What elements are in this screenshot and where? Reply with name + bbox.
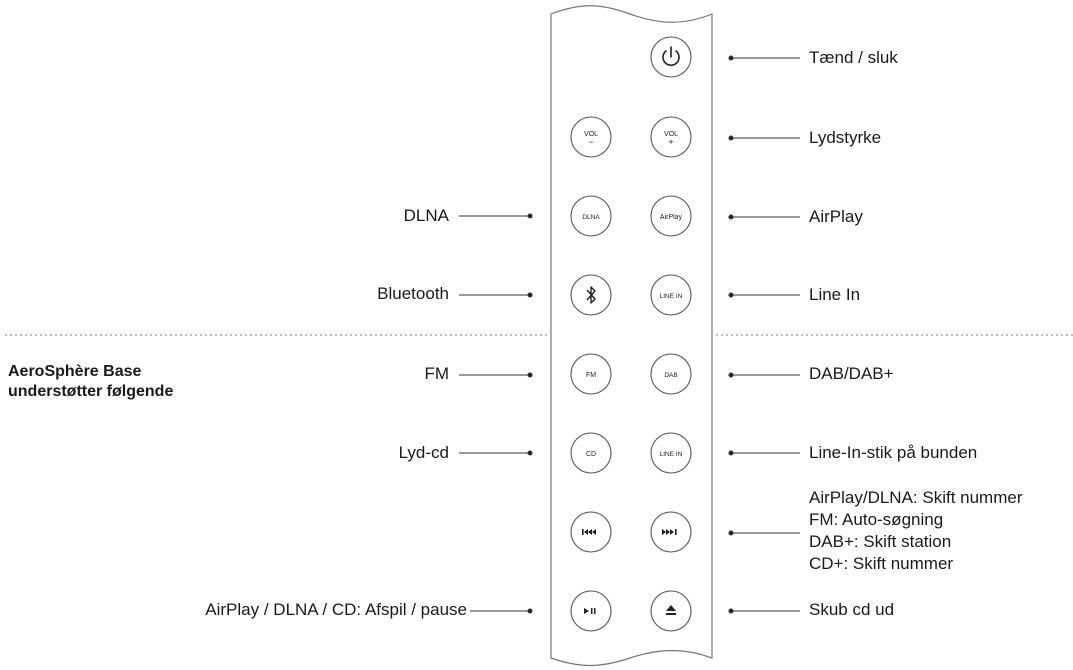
cd-button[interactable] [570,432,612,474]
label-skip-line-1: AirPlay/DLNA: Skift nummer [809,488,1023,507]
airplay-button-text: AirPlay [660,214,683,221]
line-in-2-button-text: LINE IN [660,451,683,458]
label-eject: Skub cd ud [809,600,895,619]
label-airplay: AirPlay [809,207,863,226]
cd-button-text: CD [586,451,596,458]
section-label-line-2: understøtter følgende [8,383,174,400]
power-icon [662,46,680,66]
fm-button-text: FM [586,372,596,379]
bluetooth-icon [586,286,596,304]
dab-button[interactable] [650,353,692,395]
label-play-pause: AirPlay / DLNA / CD: Afspil / pause [205,600,467,619]
line-in-button[interactable] [650,274,692,316]
play-pause-icon [584,608,596,614]
label-line-in-stik: Line-In-stik på bunden [809,443,978,462]
fm-button[interactable] [570,353,612,395]
vol-plus-button[interactable] [650,116,692,158]
dlna-button[interactable] [570,195,612,237]
label-skip-group: AirPlay/DLNA: Skift nummer FM: Auto-søgn… [809,487,1023,575]
dlna-button-text: DLNA [582,214,600,221]
label-line-in: Line In [809,285,861,304]
vol-plus-bottom-text: + [668,137,673,147]
line-in-button-text: LINE IN [660,293,683,300]
airplay-button[interactable] [650,195,692,237]
remote-body-outline [550,5,713,667]
label-power: Tænd / sluk [809,48,898,67]
previous-track-icon [582,529,596,535]
label-skip-line-4: CD+: Skift nummer [809,554,954,573]
vol-plus-top-text: VOL [664,131,678,138]
label-fm: FM [424,364,449,383]
line-in-2-button[interactable] [650,432,692,474]
dab-button-text: DAB [664,372,677,379]
next-track-icon [662,529,677,535]
vol-minus-top-text: VOL [584,131,598,138]
label-skip-line-3: DAB+: Skift station [809,532,952,551]
section-label: AeroSphère Base understøtter følgende [8,362,173,402]
label-skip-line-2: FM: Auto-søgning [809,510,944,529]
label-lyd-cd: Lyd-cd [398,443,449,462]
label-volume: Lydstyrke [809,128,882,147]
section-label-line-1: AeroSphère Base [8,363,142,380]
label-bluetooth: Bluetooth [377,284,449,303]
vol-minus-button[interactable] [570,116,612,158]
label-dlna: DLNA [403,206,449,225]
eject-icon [666,605,676,615]
vol-minus-bottom-text: − [588,137,593,147]
label-dab: DAB/DAB+ [809,364,894,383]
